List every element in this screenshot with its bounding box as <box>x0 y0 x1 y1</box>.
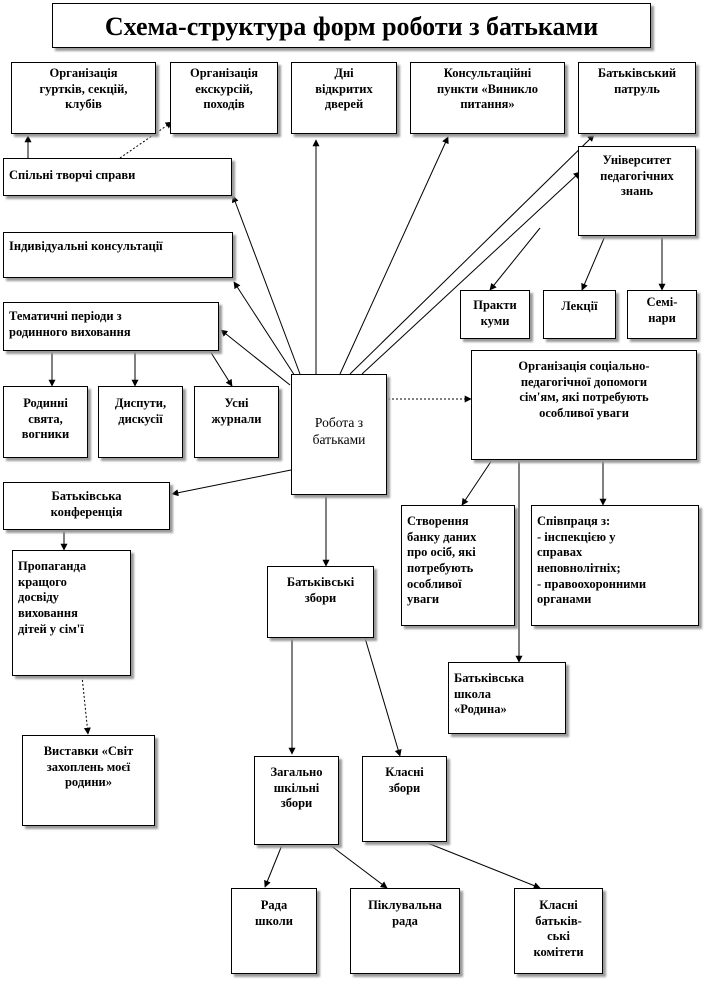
node-indyvidualni-konsultatsii: Індивідуальні консультації <box>3 232 233 278</box>
node-lektsii: Лекції <box>543 290 616 339</box>
diagram-title: Схема-структура форм роботи з батьками <box>52 3 651 48</box>
node-spilni-tvorchi-spravy: Спільні творчі справи <box>3 158 232 196</box>
node-universytet-pedahohichnykh-znan: Університет педагогічних знань <box>578 146 696 236</box>
arrow-hub-to-spilni <box>231 195 301 375</box>
arrow-hub-to-konferentsiia <box>171 469 292 497</box>
arrow-hub-to-patrul <box>349 134 595 375</box>
arrow-zahalnoshkilni-to-rada <box>264 844 283 888</box>
node-konsultatsiini-punkty: Консультаційні пункти «Виникло питання» <box>410 62 565 134</box>
node-rodynni-sviata: Родинні свята, вогники <box>3 386 88 458</box>
node-batkivskyi-patrul: Батьківський патруль <box>578 62 696 134</box>
node-rada-shkoly: Рада школи <box>231 888 317 974</box>
node-batkivski-zbory: Батьківські збори <box>267 566 374 638</box>
node-zahalnoshkilni-zbory: Загально шкільні збори <box>254 756 339 845</box>
arrow-hub-to-tematychni <box>220 329 291 386</box>
node-spivpratsia: Співпраця з: - інспекцією у справах непо… <box>531 505 699 626</box>
arrow-zbory-to-klasni <box>364 637 402 757</box>
node-robota-z-batkamy: Робота з батьками <box>291 374 387 495</box>
arrow-universytet-to-praktykumy <box>489 227 541 291</box>
node-dysputy: Диспути, дискусії <box>98 386 183 458</box>
arrow-klasni-to-komitety <box>424 841 541 889</box>
arrow-hub-to-universytet <box>361 171 581 375</box>
arrow-zahalnoshkilni-to-pikluvalna <box>329 844 388 889</box>
node-tematychni-periody: Тематичні періоди з родинного виховання <box>3 302 219 351</box>
node-pikluvalna-rada: Піклувальна рада <box>350 888 460 974</box>
node-orhanizatsiia-hurtkiv: Організація гуртків, секцій, клубів <box>11 62 156 134</box>
node-seminary: Семі- нари <box>627 290 697 339</box>
arrow-spilni-to-ekskursii <box>119 121 173 159</box>
arrow-sotsialno-to-bank <box>461 459 493 506</box>
node-batkivska-shkola: Батьківська школа «Родина» <box>448 662 566 734</box>
arrow-tematychni-to-usni <box>209 350 233 387</box>
node-orhanizatsiia-sotsialno-pedahohichnoi: Організація соціально- педагогічної допо… <box>471 350 697 460</box>
arrow-propahanda-to-vystavky <box>81 675 91 735</box>
node-usni-zhurnaly: Усні журнали <box>194 386 279 458</box>
node-batkivska-konferentsiia: Батьківська конференція <box>3 482 170 530</box>
node-stvorennia-banku-danykh: Створення банку даних про осіб, які потр… <box>401 505 515 626</box>
node-orhanizatsiia-ekskursii: Організація екскурсій, походів <box>170 62 278 134</box>
node-dni-vidkrytykh-dverei: Дні відкритих дверей <box>291 62 397 134</box>
node-klasni-batkivski-komitety: Класні батьків- ські комітети <box>514 888 603 974</box>
node-propahanda: Пропаганда кращого досвіду виховання діт… <box>12 550 131 676</box>
arrow-hub-to-konsultatsiini <box>339 136 449 375</box>
node-vystavky: Виставки «Світ захоплень моєї родини» <box>22 735 155 826</box>
node-praktykumy: Практи куми <box>460 290 530 339</box>
arrow-hub-to-indyvidualni <box>233 281 296 377</box>
arrow-universytet-to-lektsii <box>581 235 606 291</box>
node-klasni-zbory: Класні збори <box>362 756 447 842</box>
